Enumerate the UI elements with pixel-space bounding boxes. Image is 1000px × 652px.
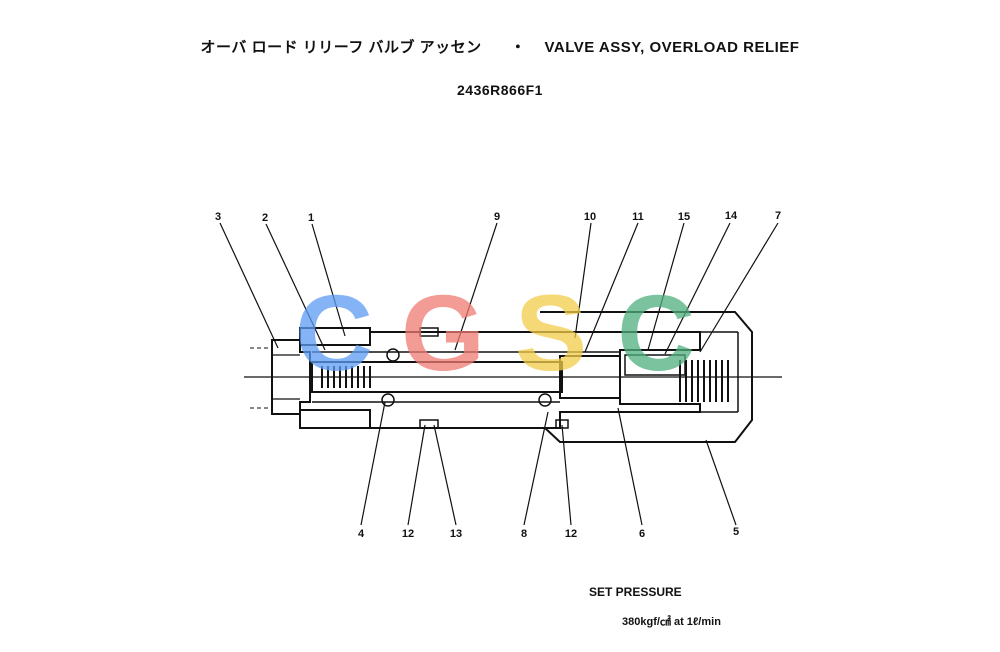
nut-bottom [299,409,371,429]
title-separator: ・ [510,39,526,56]
title-japanese: オーバ ロード リリーフ バルブ アッセン [200,39,482,56]
watermark: C G S C [295,270,695,395]
backup-ring-3 [419,327,439,337]
callout-bottom-5: 12 [565,528,577,540]
part-number: 2436R866F1 [457,82,543,98]
callout-bottom-6: 6 [639,528,645,540]
housing-outline [540,311,753,443]
watermark-letter-4: C [617,272,695,393]
callout-bottom-1: 4 [358,528,365,540]
backup-ring-1 [419,419,439,429]
leader-lines [219,222,779,526]
spring-right [679,360,729,402]
callout-top-6: 11 [632,211,644,223]
callout-top-9: 7 [775,210,781,222]
callout-bottom-4: 8 [521,528,527,540]
set-pressure-value: 380kgf/㎠ at 1ℓ/min [622,616,721,628]
callout-top-4: 9 [494,211,500,223]
set-pressure-label: SET PRESSURE [589,585,682,599]
callout-bottom-3: 13 [450,528,462,540]
callout-bottom-2: 12 [402,528,414,540]
o-ring-2 [381,393,395,407]
watermark-letter-2: G [401,272,485,393]
o-ring-3 [538,393,552,407]
callout-top-2: 2 [262,212,268,224]
callout-top-8: 14 [725,210,738,222]
watermark-letter-1: C [295,272,373,393]
callout-top-5: 10 [584,211,596,223]
drawing-title: オーバ ロード リリーフ バルブ アッセン ・ VALVE ASSY, OVER… [0,36,1000,57]
nut-top [299,327,371,346]
title-english: VALVE ASSY, OVERLOAD RELIEF [544,39,800,56]
callout-top-1: 3 [215,211,221,223]
spring-left [321,366,371,388]
callout-bottom-7: 5 [733,526,739,538]
callout-top-7: 15 [678,211,690,223]
watermark-letter-3: S [515,272,587,393]
o-ring-1 [386,348,400,362]
callout-top-3: 1 [308,212,314,224]
